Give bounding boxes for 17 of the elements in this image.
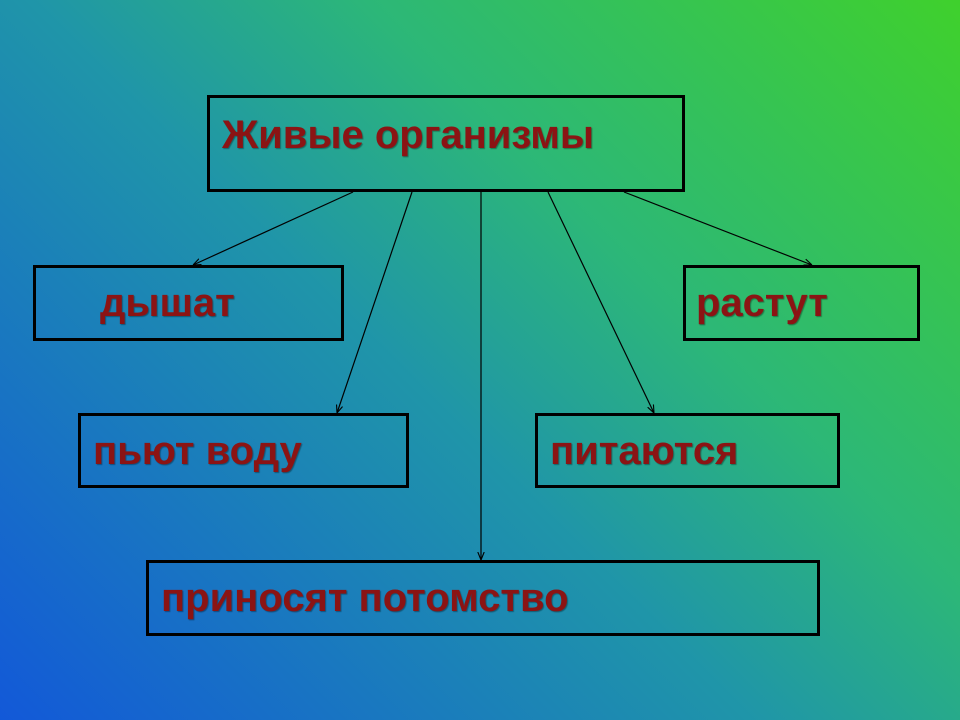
node-label: пьют воду xyxy=(93,428,302,474)
text-box xyxy=(78,413,409,488)
text-box xyxy=(535,413,840,488)
node-label: приносят потомство xyxy=(161,575,568,622)
arrow xyxy=(624,191,813,266)
arrow xyxy=(477,192,485,561)
text-box xyxy=(33,265,344,341)
node-label: растут xyxy=(696,280,828,327)
text-box xyxy=(207,95,685,192)
arrow xyxy=(336,192,413,414)
node-label: дышат xyxy=(100,280,235,327)
text-box xyxy=(683,265,920,341)
arrow xyxy=(192,191,354,266)
arrow xyxy=(547,192,655,414)
node-label: питаются xyxy=(550,428,738,474)
text-box xyxy=(146,560,820,636)
node-label: Живые организмы xyxy=(222,112,594,159)
